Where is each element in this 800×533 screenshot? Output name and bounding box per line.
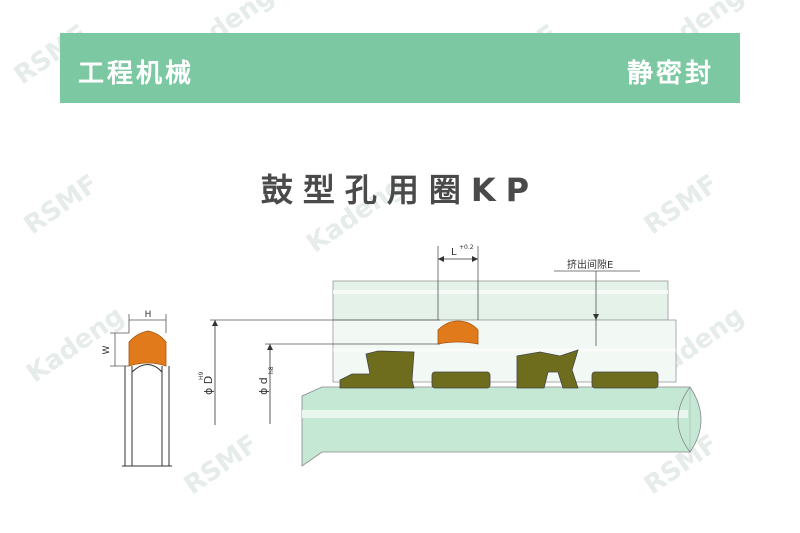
length-label: L (451, 247, 457, 258)
kp-seal (437, 320, 479, 345)
width-label: W (102, 345, 112, 354)
shaft (301, 386, 702, 467)
page-title: 鼓型孔用圈KP (260, 171, 540, 209)
category-label: 工程机械 (78, 59, 195, 89)
guide-ring-right (591, 371, 659, 389)
type-label: 静密封 (626, 59, 714, 89)
seal-cross-section: H W (102, 310, 172, 467)
rod-seal-right (516, 349, 579, 389)
header-banner: 工程机械 静密封 (60, 33, 740, 103)
bore-tolerance: H9 (198, 371, 205, 380)
rod-seal-left (339, 350, 415, 389)
length-tolerance: +0.2 (459, 244, 474, 251)
installation-drawing: L +0.2 挤出间隙E ϕ D H9 ϕ d h8 (198, 244, 702, 467)
rod-label: ϕ d (257, 377, 270, 395)
guide-ring-left (431, 371, 491, 389)
gap-label: 挤出间隙E (567, 258, 613, 271)
seal-profile (128, 330, 167, 367)
bore-label: ϕ D (202, 376, 215, 395)
rod-tolerance: h8 (268, 366, 275, 374)
height-label: H (145, 310, 152, 320)
